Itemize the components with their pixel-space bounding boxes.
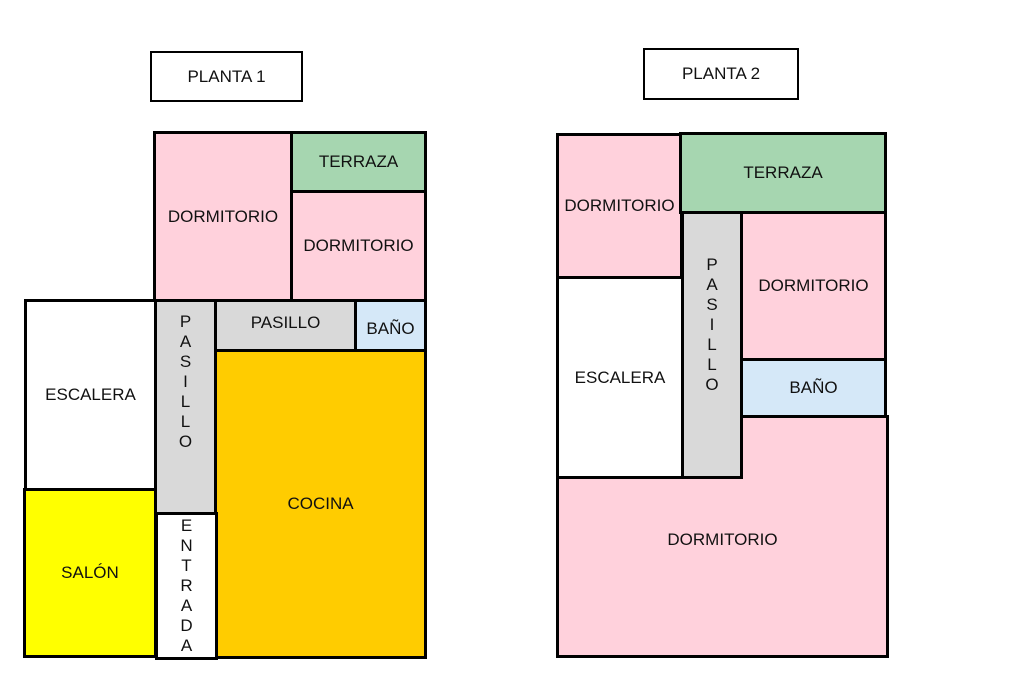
plan2-title: PLANTA 2 bbox=[643, 48, 799, 100]
plan1-entrada-label: ENTRADA bbox=[177, 516, 196, 656]
plan2-room-terraza: TERRAZA bbox=[679, 132, 887, 214]
plan2-pasillo-label: PASILLO bbox=[702, 255, 722, 395]
plan1-room-pasillo-vertical: PASILLO bbox=[154, 299, 217, 515]
plan1-room-entrada: ENTRADA bbox=[155, 512, 218, 660]
plan1-room-dormitorio-b: DORMITORIO bbox=[290, 190, 427, 302]
plan2-room-escalera: ESCALERA bbox=[556, 276, 684, 479]
plan1-room-escalera: ESCALERA bbox=[24, 299, 157, 491]
plan1-room-terraza: TERRAZA bbox=[290, 131, 427, 193]
plan1-room-dormitorio-a: DORMITORIO bbox=[153, 131, 293, 302]
plan1-title: PLANTA 1 bbox=[150, 51, 303, 102]
plan1-room-salon: SALÓN bbox=[23, 488, 157, 658]
plan1-room-bano: BAÑO bbox=[354, 299, 427, 352]
plan1-pasillo-vertical-label: PASILLO bbox=[176, 312, 195, 452]
plan2-room-pasillo: PASILLO bbox=[681, 211, 743, 479]
plan2-room-bano: BAÑO bbox=[740, 358, 887, 418]
plan1-room-cocina: COCINA bbox=[214, 349, 427, 659]
plan2-room-dormitorio-a: DORMITORIO bbox=[556, 133, 683, 279]
plan2-room-dormitorio-b: DORMITORIO bbox=[740, 211, 887, 361]
plan1-room-pasillo-horizontal: PASILLO bbox=[214, 299, 357, 352]
plan2-dormitorio-c-label: DORMITORIO bbox=[667, 530, 778, 549]
